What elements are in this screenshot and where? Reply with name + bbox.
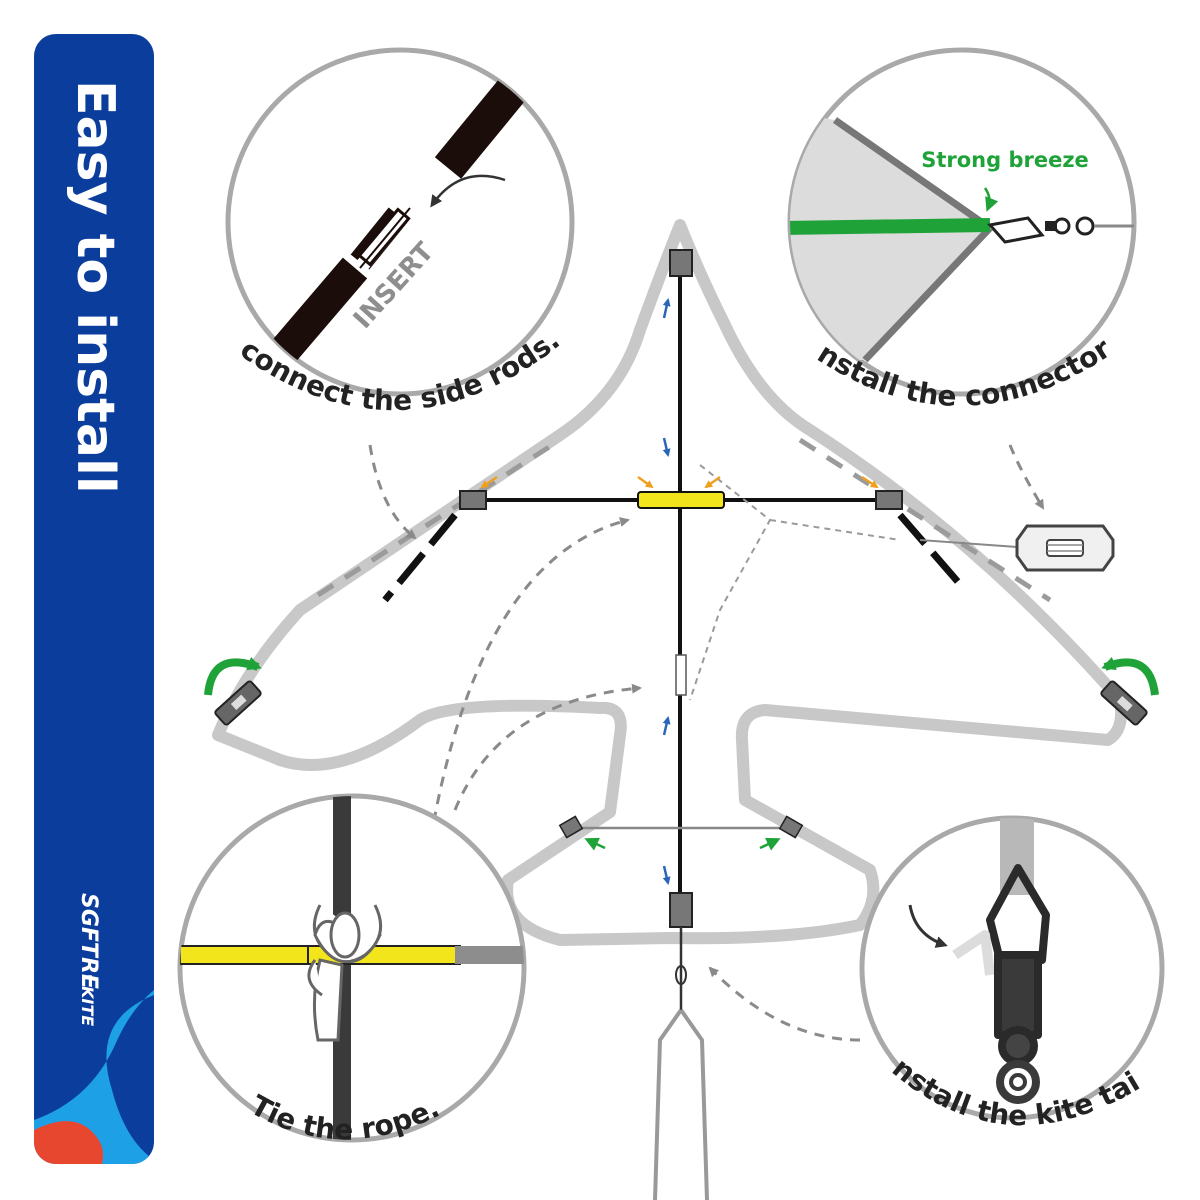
rope-knot-icon <box>307 904 383 1042</box>
rotate-arrow-icon-right <box>1101 656 1159 696</box>
rotate-arrow-icon-left <box>204 656 262 696</box>
side-banner: Easy to install SGFTRE · KITE <box>34 34 154 1164</box>
right-spar-cap <box>875 490 903 510</box>
brand-sub: KITE <box>78 986 97 1026</box>
callout-connect-side-rods: INSERT connect the side rods. <box>225 47 575 417</box>
swivel-clip-icon <box>987 216 1134 244</box>
strong-breeze-label: Strong breeze <box>921 148 1089 172</box>
line-winder-icon <box>1015 524 1115 572</box>
orange-arrows <box>480 475 879 489</box>
center-connector <box>637 491 725 509</box>
tail-cap <box>669 892 693 928</box>
kite-spars <box>214 249 1148 1200</box>
blue-arrows <box>662 298 671 885</box>
clip-pointer-icon <box>908 904 948 948</box>
insert-arrow-icon <box>430 174 506 208</box>
dashed-pointer-arrows <box>368 444 1045 1042</box>
brand-logo: SGFTRE · KITE <box>76 893 101 1026</box>
kite-outline <box>212 219 1128 946</box>
green-small-arrows <box>584 837 781 851</box>
left-spar-cap <box>459 490 487 510</box>
snap-clip-icon <box>952 864 1050 1104</box>
brand-name: SGFTRE <box>76 893 101 989</box>
kite-tail <box>653 1008 709 1200</box>
right-side-rod <box>897 512 968 593</box>
brand-separator: · <box>76 973 101 981</box>
right-wingtip-clip <box>1100 680 1148 726</box>
left-side-rod <box>382 512 458 603</box>
banner-title: Easy to install <box>65 80 125 494</box>
nose-cap <box>669 249 693 277</box>
callout-tie-rope: Tie the rope. <box>177 793 527 1146</box>
left-wingtip-clip <box>214 680 262 726</box>
